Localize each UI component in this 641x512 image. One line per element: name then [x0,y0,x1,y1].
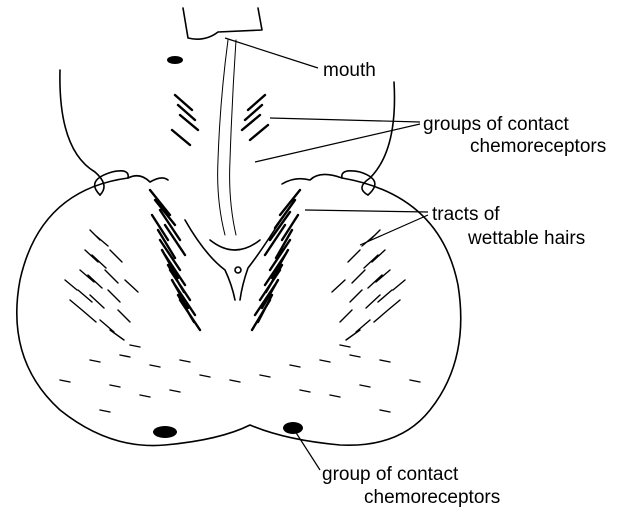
chemoreceptor-cluster-lower-left [153,426,177,438]
label-groups-line1: groups of contact [423,114,569,135]
hair-tract-left-lobe [65,230,138,340]
proboscis-body-right [362,82,395,195]
hair-tract-right-lobe [332,230,405,340]
hair-tract-center-left [150,190,200,330]
chemoreceptor-cluster-top [167,56,183,64]
label-mouth: mouth [323,60,376,81]
leader-mouth [225,38,318,68]
proboscis-stalk-outline [183,8,262,39]
hair-tract-center-right [252,190,300,330]
label-group-line2: chemoreceptors [364,487,500,508]
leader-tracts-lower [360,215,428,245]
leader-groups-upper [270,118,420,122]
leader-group-bottom [293,428,320,470]
leader-groups-lower [255,124,420,162]
label-tracts-line1: tracts of [432,204,500,225]
central-pore [235,267,241,273]
label-group-line1: group of contact [322,464,458,485]
hair-lower-scatter [60,345,420,412]
central-v-left [185,220,235,300]
central-inner [210,240,260,250]
food-canal [218,40,236,235]
proboscis-body-left [60,70,104,195]
label-groups-line2: chemoreceptors [470,136,606,157]
leader-tracts-upper [305,210,428,212]
label-tracts-line2: wettable hairs [468,228,585,249]
